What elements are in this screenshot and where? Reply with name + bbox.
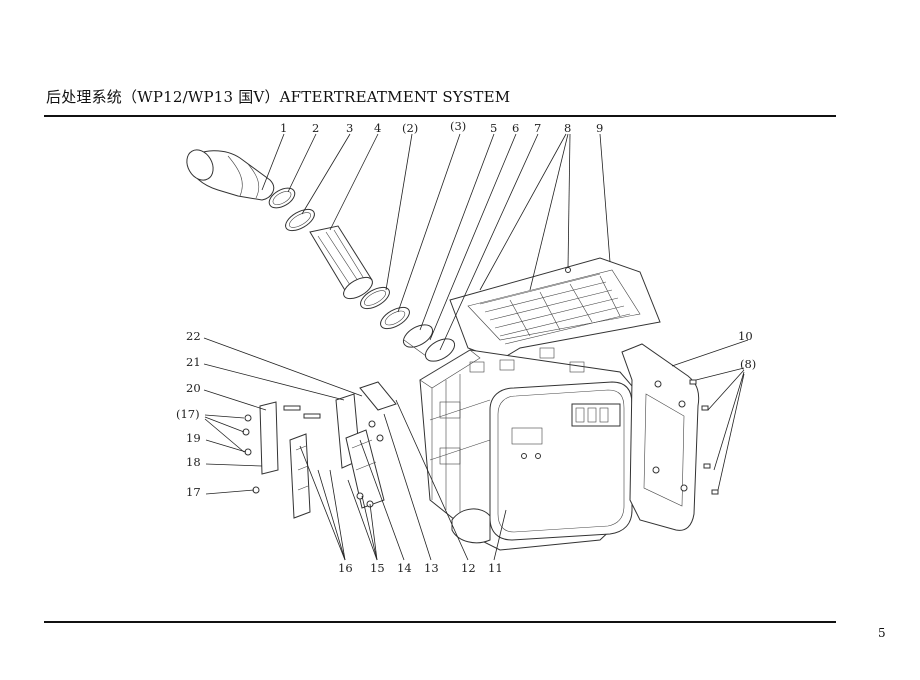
callout-22: 22 <box>186 329 201 343</box>
clamp-ring-2b <box>360 286 390 310</box>
callout-17: 17 <box>186 485 201 499</box>
gasket-ring-3 <box>285 208 315 232</box>
callout-10: 10 <box>738 329 753 343</box>
callout-labels: 1 2 3 4 (2) (3) 5 6 7 8 9 10 (8) 22 21 2… <box>176 119 756 575</box>
cover-bolts-8 <box>689 379 719 495</box>
callout-17-ref: (17) <box>176 407 200 421</box>
callout-2-ref: (2) <box>402 121 418 135</box>
callout-14: 14 <box>397 561 412 575</box>
callout-21: 21 <box>186 355 201 369</box>
callout-19: 19 <box>186 431 201 445</box>
header-divider <box>44 115 836 117</box>
bracket-assembly-left <box>242 401 321 519</box>
inlet-elbow-pipe <box>186 149 275 201</box>
page-number: 5 <box>878 626 886 640</box>
footer-divider <box>44 621 836 623</box>
pipe-clamp-2 <box>268 187 296 209</box>
callout-20: 20 <box>186 381 201 395</box>
callout-6: 6 <box>512 121 519 135</box>
side-cover-plate <box>621 343 700 531</box>
callout-3-ref: (3) <box>450 119 466 133</box>
callout-18: 18 <box>186 455 201 469</box>
leader-lines <box>203 133 749 561</box>
front-cover-panel <box>489 381 633 541</box>
callout-7: 7 <box>534 121 541 135</box>
callout-3: 3 <box>346 121 353 135</box>
callout-5: 5 <box>490 121 497 135</box>
callout-8: 8 <box>564 121 571 135</box>
page-title: 后处理系统（WP12/WP13 国Ⅴ）AFTERTREATMENT SYSTEM <box>46 88 511 106</box>
callout-12: 12 <box>461 561 476 575</box>
callout-11: 11 <box>488 561 503 575</box>
callout-15: 15 <box>370 561 385 575</box>
inlet-flange-pipe <box>402 324 456 362</box>
callout-16: 16 <box>338 561 353 575</box>
callout-4: 4 <box>374 121 381 135</box>
flex-bellows-pipe <box>309 225 373 300</box>
bracket-assembly-right <box>335 381 397 509</box>
callout-13: 13 <box>424 561 439 575</box>
top-heat-shield <box>449 257 661 361</box>
callout-2: 2 <box>312 121 319 135</box>
callout-9: 9 <box>596 121 603 135</box>
callout-1: 1 <box>280 121 287 135</box>
callout-8-ref: (8) <box>740 357 756 371</box>
gasket-ring-3b <box>380 306 410 330</box>
